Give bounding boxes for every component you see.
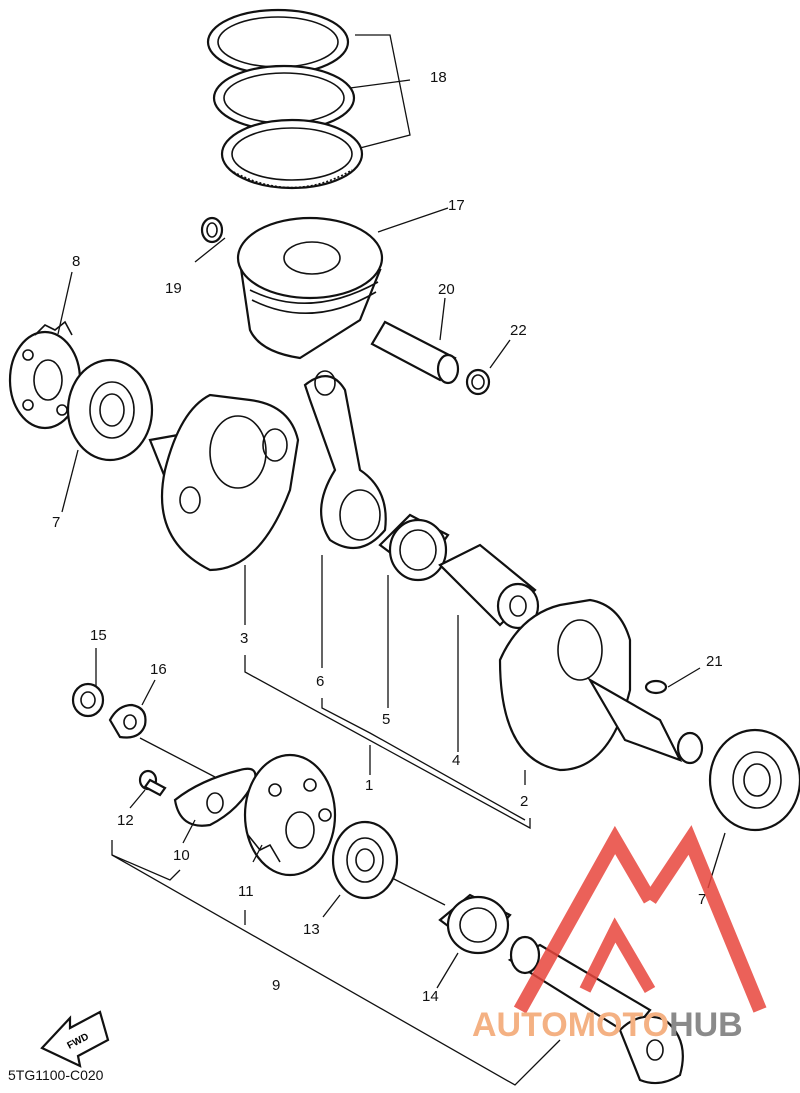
part-label-4: 4 [452,752,460,769]
crank-pin [438,543,540,630]
part-label-9: 9 [272,977,280,994]
part-label-16: 16 [150,661,167,678]
piston [236,216,384,360]
watermark-triangle-right [644,825,767,1013]
crank-web-left [148,393,300,572]
part-label-11: 11 [238,883,254,900]
part-label-17: 21 [706,653,723,670]
part-label-14: 14 [422,988,439,1005]
fwd-arrow: FWD [40,1010,110,1068]
bolt [138,769,167,797]
bearing-right [708,728,800,832]
part-label-10: 10 [173,847,190,864]
balancer-bearing [331,820,399,900]
piston-pin [370,320,460,385]
piston-rings [206,8,364,190]
balancer-gear [243,753,337,877]
part-label-15: 15 [90,627,107,644]
crank-web-right [498,598,704,772]
needle-bearing [378,513,450,582]
part-label-1: 1 [365,777,373,794]
part-label-2: 2 [520,793,528,810]
part-label-6: 6 [316,673,324,690]
bearing-left [66,358,154,462]
part-label-20: 19 [165,280,182,297]
lock-washer [108,703,147,739]
part-label-19: 18 [430,69,447,86]
woodruff-key [644,679,668,695]
leader-lines [57,34,726,1086]
watermark-text-a: AUTOMOTO [472,1006,669,1044]
circlip-22 [465,368,491,396]
part-label-8: 8 [72,253,80,270]
watermark-text-b: HUB [669,1006,743,1044]
part-number-labels: 18 17 19 20 22 8 7 3 6 5 4 1 2 21 7 15 1… [52,69,723,1005]
watermark-triangle [513,825,657,1014]
watermark-text: AUTOMOTOHUB [472,1006,743,1044]
part-label-13: 13 [303,921,320,938]
part-label-7-left: 7 [52,514,60,531]
connecting-rod [303,370,387,550]
part-label-5: 5 [382,711,390,728]
watermark-logo [513,825,767,1014]
balancer-needle-bearing [438,893,512,955]
part-label-22: 22 [510,322,527,339]
part-label-7-right: 7 [698,891,706,908]
circlip-20 [200,216,224,244]
part-label-18: 17 [448,197,465,214]
balancer-weight [173,767,257,827]
part-label-21: 20 [438,281,455,298]
nut [71,682,105,718]
part-label-3: 3 [240,630,248,647]
diagram-code: 5TG1100-C020 [8,1067,104,1083]
watermark-inner [579,917,656,994]
part-label-12: 12 [117,812,134,829]
